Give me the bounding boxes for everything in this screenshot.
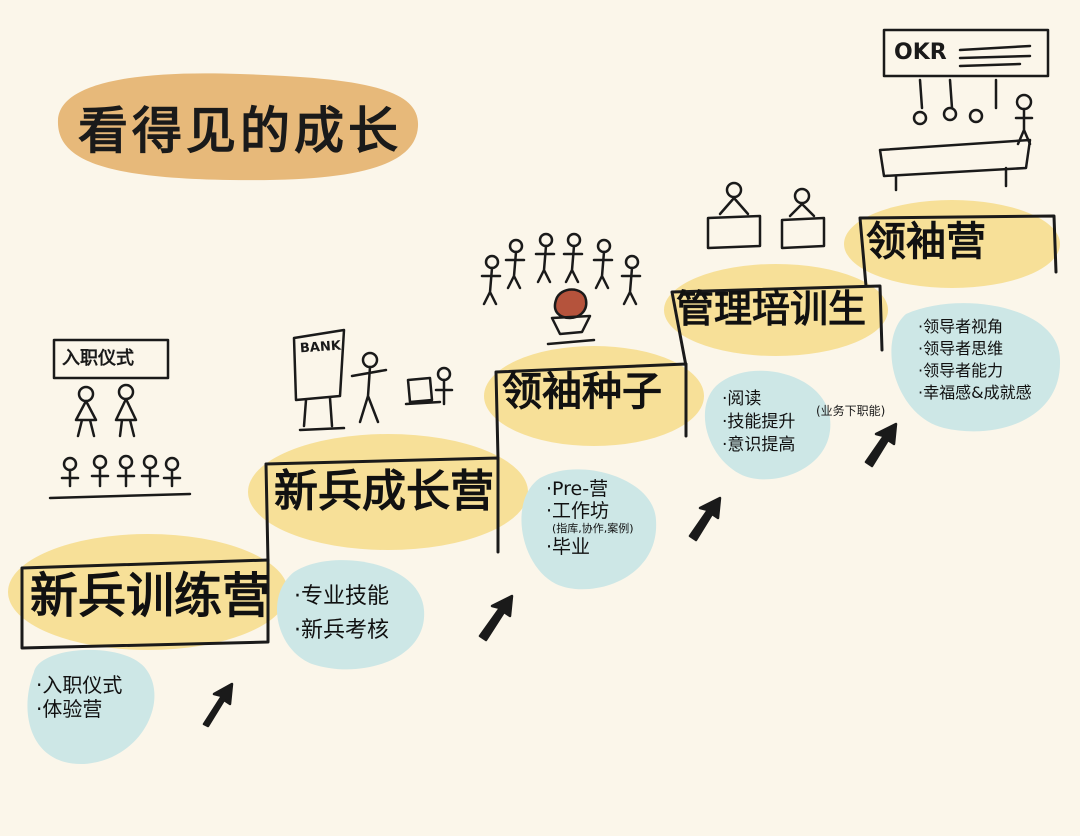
- meeting-table-icon: [878, 28, 1050, 192]
- list-item: ·领导者思维: [918, 339, 1004, 359]
- entry-sign-text: 入职仪式: [62, 348, 134, 369]
- step-label-recruit-camp: 新兵训练营: [30, 568, 271, 624]
- step-label-growth-camp: 新兵成长营: [274, 466, 494, 517]
- list-item: ·毕业: [546, 535, 591, 558]
- list-item: ·专业技能: [294, 584, 389, 609]
- list-item: ·幸福感&成就感: [918, 383, 1032, 403]
- arrow-up-icon: [202, 422, 898, 728]
- laptop-person-icon: [404, 366, 454, 406]
- entry-sign-board: [52, 338, 170, 380]
- list-item: ·阅读: [722, 389, 762, 409]
- page-title: 看得见的成长: [78, 102, 402, 160]
- list-item: ·体验营: [36, 696, 103, 721]
- group-seated-icon: [48, 454, 192, 500]
- list-item-note: (指库,协作,案例): [552, 521, 634, 535]
- list-item: ·意识提高: [722, 434, 796, 455]
- management-trainee-aside: (业务下职能): [816, 404, 886, 418]
- step-label-management-trainee: 管理培训生: [676, 287, 867, 331]
- step-label-leader-camp: 领袖营: [866, 219, 986, 265]
- list-item: ·入职仪式: [36, 673, 123, 697]
- list-item: ·Pre-营: [546, 478, 609, 500]
- list-item: ·工作坊: [546, 500, 610, 523]
- bank-sign-text: BANK: [299, 338, 342, 357]
- list-item: ·领导者视角: [918, 317, 1004, 336]
- bubble-leader-seed: ·Pre-营 ·工作坊 (指库,协作,案例) ·毕业: [546, 478, 634, 558]
- crowd-icon: [480, 232, 642, 306]
- presenter-at-board-icon: [292, 328, 388, 432]
- people-standing-icon: [74, 383, 138, 438]
- bubble-recruit-camp: ·入职仪式 ·体验营: [36, 673, 123, 721]
- step-label-leader-seed: 领袖种子: [502, 369, 662, 415]
- list-item: ·技能提升: [722, 411, 796, 432]
- list-item: ·领导者能力: [918, 361, 1004, 381]
- bubble-growth-camp: ·专业技能 ·新兵考核: [294, 580, 389, 648]
- okr-board-text: OKR: [894, 40, 947, 65]
- bubble-leader-camp: ·领导者视角 ·领导者思维 ·领导者能力 ·幸福感&成就感: [918, 316, 1032, 404]
- seed-pot-icon: [546, 288, 596, 346]
- podium-speaker-icon: [706, 181, 826, 250]
- list-item: ·新兵考核: [294, 618, 389, 644]
- bubble-management-trainee: ·阅读 ·技能提升 ·意识提高: [722, 388, 795, 457]
